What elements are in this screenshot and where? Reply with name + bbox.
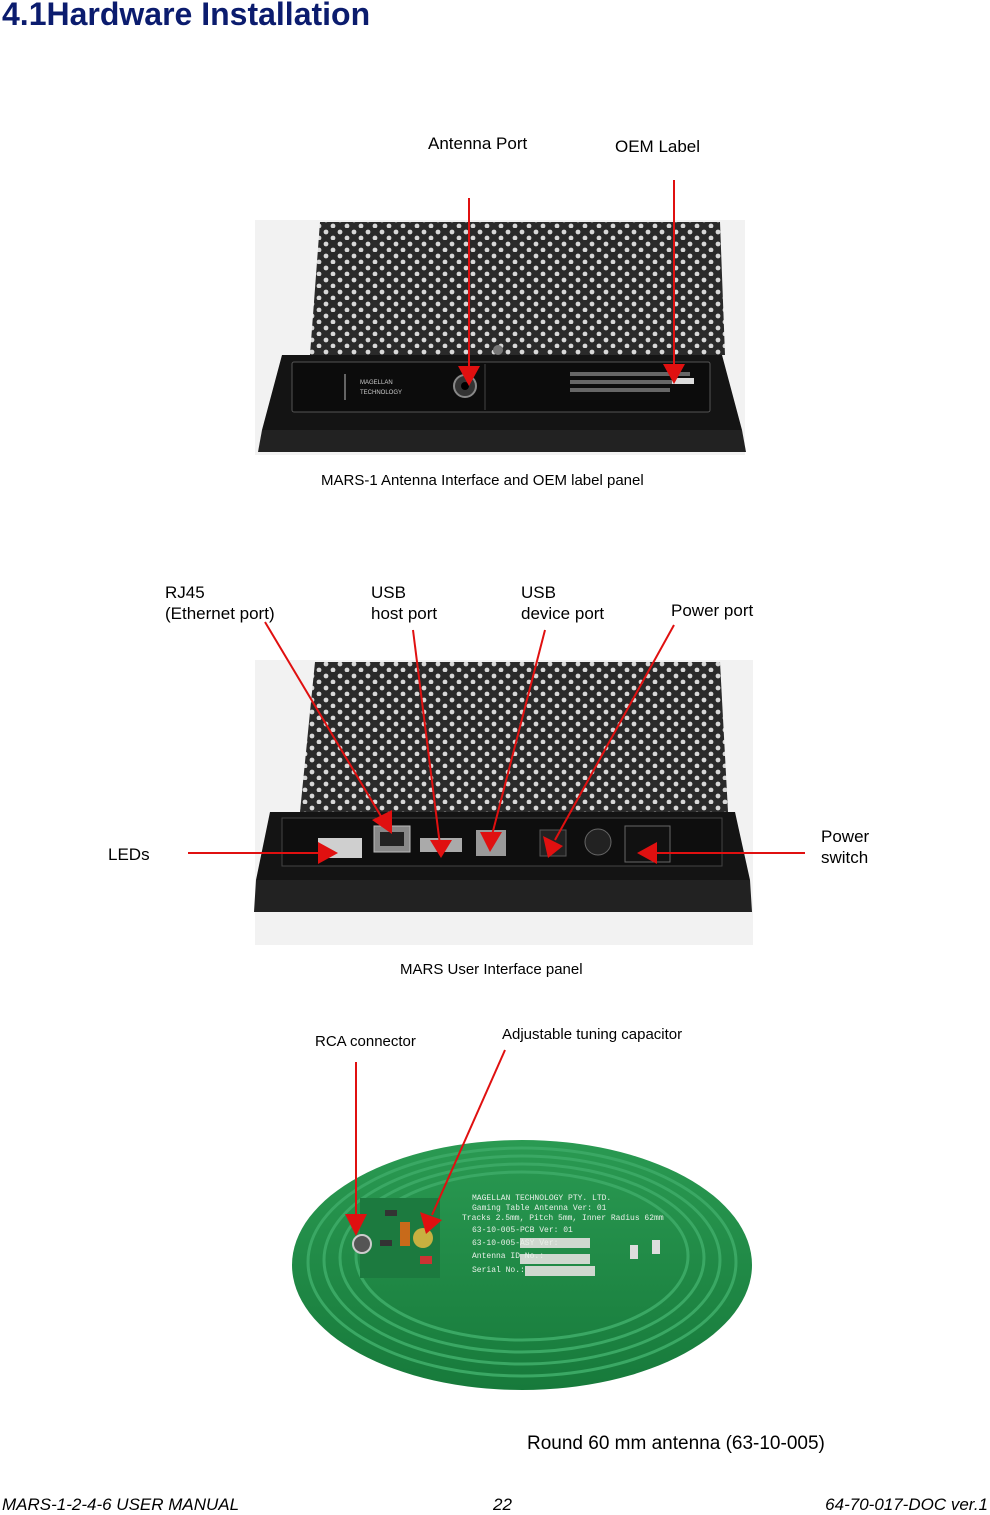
- arrow-oem-label: [663, 180, 685, 384]
- arrow-usb-host: [412, 629, 452, 858]
- label-rj45: RJ45 (Ethernet port): [165, 583, 275, 624]
- label-power-port: Power port: [671, 601, 754, 620]
- device-photo-antenna-panel: MAGELLAN TECHNOLOGY: [255, 220, 746, 455]
- pcb-text-line-7: Serial No.:: [472, 1266, 525, 1275]
- label-rca-connector: RCA connector: [315, 1033, 416, 1050]
- antenna-pcb-photo: MAGELLAN TECHNOLOGY PTY. LTD. Gaming Tab…: [292, 1140, 752, 1390]
- label-leds: LEDs: [108, 845, 150, 864]
- footer-manual-title: MARS-1-2-4-6 USER MANUAL: [2, 1495, 240, 1514]
- pcb-text-line-2: Gaming Table Antenna Ver: 01: [472, 1204, 607, 1213]
- label-tuning-capacitor: Adjustable tuning capacitor: [502, 1026, 683, 1043]
- footer-doc-id: 64-70-017-DOC ver.1: [825, 1495, 988, 1514]
- pcb-text-line-3: Tracks 2.5mm, Pitch 5mm, Inner Radius 62…: [462, 1214, 664, 1223]
- label-usb-device: USB device port: [521, 583, 605, 624]
- caption-user-panel: MARS User Interface panel: [400, 961, 583, 978]
- arrow-tuning-capacitor: [420, 1049, 506, 1234]
- label-power-switch: Power switch: [821, 827, 870, 868]
- pcb-text-line-1: MAGELLAN TECHNOLOGY PTY. LTD.: [472, 1194, 611, 1203]
- label-oem-label: OEM Label: [615, 137, 701, 156]
- arrow-power-switch: [637, 842, 805, 864]
- label-antenna-port: Antenna Port: [428, 134, 528, 153]
- arrow-rj45: [264, 621, 392, 834]
- arrow-power-port: [543, 624, 675, 858]
- section-heading: 4.1Hardware Installation: [2, 0, 371, 32]
- pcb-text-line-4: 63-10-005-PCB Ver: 01: [472, 1226, 573, 1235]
- pcb-text-line-6: Antenna ID No.:: [472, 1252, 544, 1261]
- device-photo-user-panel: [254, 660, 753, 945]
- footer-page-number: 22: [493, 1495, 512, 1514]
- arrow-usb-device: [480, 629, 546, 852]
- pcb-text-line-5: 63-10-005-ASY Ver:: [472, 1239, 558, 1248]
- svg-text:TECHNOLOGY: TECHNOLOGY: [360, 390, 402, 396]
- svg-text:MAGELLAN: MAGELLAN: [360, 380, 393, 386]
- label-usb-host: USB host port: [371, 583, 438, 624]
- caption-antenna-panel: MARS-1 Antenna Interface and OEM label p…: [321, 472, 644, 489]
- arrow-antenna-port: [458, 198, 480, 386]
- arrow-leds: [188, 842, 338, 864]
- caption-round-antenna: Round 60 mm antenna (63-10-005): [527, 1433, 825, 1454]
- arrow-rca-connector: [345, 1062, 367, 1236]
